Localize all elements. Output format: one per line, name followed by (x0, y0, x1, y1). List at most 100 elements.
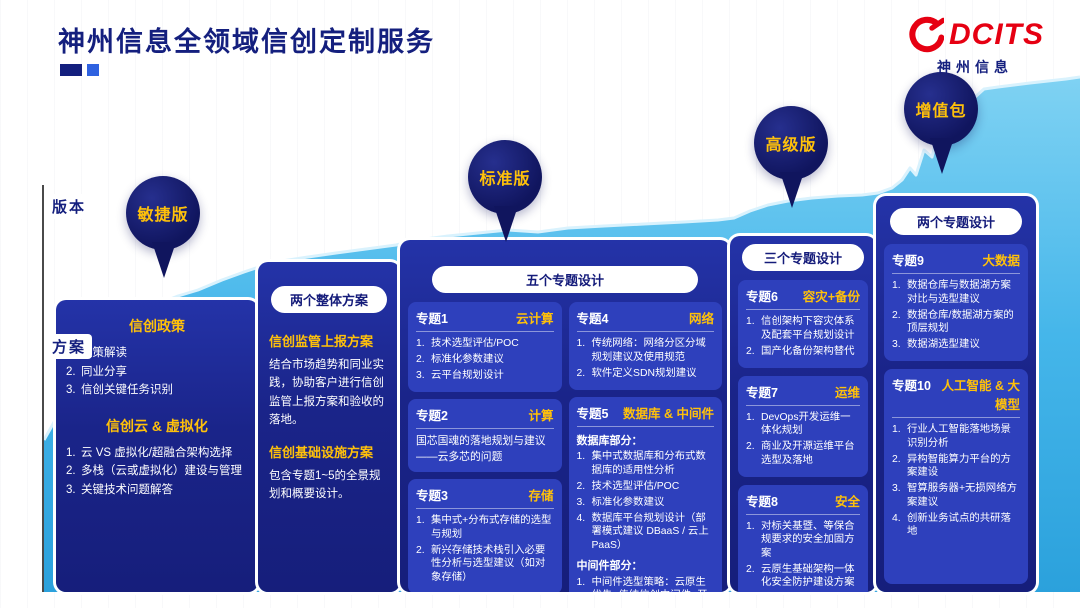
topic-box-big-data: 专题9 大数据 数据仓库与数据湖方案对比与选型建议数据仓库/数据湖方案的顶层规划… (884, 244, 1028, 362)
list-item: 智算服务器+无损网络方案建议 (892, 482, 1017, 508)
topic-name: 云计算 (515, 312, 554, 326)
list-item: 云原生基础架构一体化安全防护建设方案 (746, 563, 855, 589)
list-item: 中间件选型策略：云原生优先+传统信创中间件+开源管理 (577, 576, 708, 592)
topic-items: DevOps开发运维一体化规划商业及开源运维平台选型及落地 (746, 411, 860, 468)
group-name-middleware: 中间件部分： (576, 560, 643, 573)
topic-header: 专题10 人工智能 & 大模型 (892, 375, 1020, 419)
list-item: 信创架构下容灾体系及配套平台规划设计 (746, 315, 855, 341)
list-item: 数据湖选型建议 (892, 338, 980, 351)
pill-two-overall-plans: 两个整体方案 (271, 286, 387, 313)
topic-header: 专题9 大数据 (892, 250, 1020, 274)
topic-header: 专题3 存储 (416, 485, 554, 510)
list-item: 新兴存储技术栈引入必要性分析与选型建议（如对象存储） (416, 544, 546, 583)
list-item: 集中式数据库和分布式数据库的适用性分析 (577, 450, 706, 476)
brand-name: DCITS (949, 18, 1044, 51)
axis-line (42, 185, 44, 592)
topic-name: 网络 (688, 312, 714, 326)
pin-circle: 高级版 (754, 106, 828, 180)
list-item: 软件定义SDN规划建议 (577, 367, 697, 380)
topic-label: 专题2 (416, 409, 448, 424)
topic-items: 行业人工智能落地场景识别分析异构智能算力平台的方案建设智算服务器+无损网络方案建… (892, 423, 1020, 539)
infrastructure-text: 包含专题1~5的全景规划和概要设计。 (269, 469, 381, 500)
topic-label: 专题4 (576, 312, 609, 326)
topic-items: 传统网络：网络分区分域规划建议及使用规范软件定义SDN规划建议 (577, 337, 715, 380)
topic-note: 国芯国魂的落地规划与建议——云多芯的问题 (416, 435, 546, 463)
list-item: 标准化参数建议 (416, 353, 504, 366)
list-item: 对标关基暨、等保合规要求的安全加固方案 (746, 520, 855, 559)
list-item: 关键技术问题解答 (66, 483, 173, 498)
pill-five-topics: 五个专题设计 (432, 266, 698, 293)
version-pin-value-pack: 增值包 (904, 72, 980, 174)
topic-header: 专题5 数据库 & 中间件 (576, 403, 714, 427)
pill-two-topics: 两个专题设计 (890, 208, 1022, 235)
topic-box-database-middleware: 专题5 数据库 & 中间件 数据库部分： 集中式数据库和分布式数据库的适用性分析… (568, 396, 722, 592)
policy-list: 政策解读同业分享信创关键任务识别 (66, 343, 248, 402)
topic-label: 专题9 (892, 254, 924, 268)
pin-label: 高级版 (765, 137, 817, 154)
topic-header: 专题4 网络 (576, 308, 714, 332)
pill-three-topics: 三个专题设计 (742, 244, 864, 271)
topic-name: 人工智能 & 大模型 (941, 379, 1020, 413)
title-accent-square-dark (60, 64, 82, 76)
topic-label: 专题8 (746, 494, 778, 509)
list-item: 云平台规划设计 (416, 369, 504, 382)
pin-tail-icon (494, 206, 518, 242)
pin-tail-icon (780, 172, 804, 208)
topic-box-compute: 专题2 计算 国芯国魂的落地规划与建议——云多芯的问题 (408, 399, 562, 473)
pin-label: 增值包 (915, 103, 967, 120)
topic-name: 运维 (834, 385, 860, 400)
topic-items: 数据仓库与数据湖方案对比与选型建议数据仓库/数据湖方案的顶层规划数据湖选型建议 (892, 279, 1020, 352)
version-pin-standard: 标准版 (468, 140, 544, 242)
section-title-infrastructure: 信创基础设施方案 (269, 444, 374, 460)
topic-header: 专题6 容灾+备份 (746, 286, 860, 310)
list-item: 传统网络：网络分区分域规划建议及使用规范 (577, 337, 706, 363)
pin-circle: 敏捷版 (126, 176, 200, 250)
cloud-virtualization-list: 云 VS 虚拟化/超融合架构选择多栈（云或虚拟化）建设与管理关键技术问题解答 (66, 443, 248, 502)
column-advanced: 三个专题设计 专题6 容灾+备份 信创架构下容灾体系及配套平台规划设计国产化备份… (730, 236, 876, 592)
regulatory-text: 结合市场趋势和同业实践，协助客户进行信创监管上报方案和验收的落地。 (269, 359, 384, 427)
topic-box-disaster-recovery-backup: 专题6 容灾+备份 信创架构下容灾体系及配套平台规划设计国产化备份架构替代 (738, 280, 868, 368)
topic-label: 专题6 (746, 290, 778, 304)
list-item: 同业分享 (66, 365, 127, 380)
standard-right-subcolumn: 专题4 网络 传统网络：网络分区分域规划建议及使用规范软件定义SDN规划建议 专… (568, 302, 722, 592)
list-item: 数据仓库与数据湖方案对比与选型建议 (892, 279, 1011, 305)
topic-items: 信创架构下容灾体系及配套平台规划设计国产化备份架构替代 (746, 315, 860, 358)
axis-label-plan: 方案 (46, 334, 93, 359)
group-name-database: 数据库部分： (576, 434, 643, 447)
pin-circle: 增值包 (904, 72, 978, 146)
page-title: 神州信息全领域信创定制服务 (58, 27, 435, 57)
version-pin-advanced: 高级版 (754, 106, 830, 208)
topic-items: 对标关基暨、等保合规要求的安全加固方案云原生基础架构一体化安全防护建设方案 (746, 520, 860, 590)
topic-label: 专题5 (576, 406, 609, 421)
dcits-logo: DCITS 神州信息 (906, 16, 1044, 77)
section-title-cloud-virtualization: 信创云 & 虚拟化 (106, 417, 208, 434)
topic-box-operations: 专题7 运维 DevOps开发运维一体化规划商业及开源运维平台选型及落地 (738, 375, 868, 477)
pin-circle: 标准版 (468, 140, 542, 214)
topic-name: 数据库 & 中间件 (623, 406, 714, 421)
column-overall-plans: 两个整体方案 信创监管上报方案 结合市场趋势和同业实践，协助客户进行信创监管上报… (258, 262, 400, 592)
topic-box-storage: 专题3 存储 集中式+分布式存储的选型与规划新兴存储技术栈引入必要性分析与选型建… (408, 479, 562, 592)
list-item: 云 VS 虚拟化/超融合架构选择 (66, 446, 233, 461)
topic-items: 集中式+分布式存储的选型与规划新兴存储技术栈引入必要性分析与选型建议（如对象存储… (416, 514, 554, 584)
list-item: 标准化参数建议 (577, 496, 665, 509)
list-item: 政策解读 (66, 346, 127, 361)
topic-name: 大数据 (982, 254, 1020, 268)
section-title-policy: 信创政策 (129, 318, 185, 334)
topic-header: 专题1 云计算 (416, 308, 554, 332)
list-item: 数据仓库/数据湖方案的顶层规划 (892, 309, 1014, 335)
topic-label: 专题1 (416, 312, 448, 326)
pin-tail-icon (152, 242, 176, 278)
list-item: 创新业务试点的共研落地 (892, 512, 1011, 538)
advanced-topics-stack: 专题6 容灾+备份 信创架构下容灾体系及配套平台规划设计国产化备份架构替代 专题… (738, 280, 868, 592)
topic-name: 容灾+备份 (802, 290, 860, 304)
dcits-swoosh-icon (909, 16, 944, 53)
list-item: 信创关键任务识别 (66, 383, 173, 398)
topic-name: 存储 (528, 489, 554, 504)
topic-box-network: 专题4 网络 传统网络：网络分区分域规划建议及使用规范软件定义SDN规划建议 (568, 302, 722, 390)
list-item: 异构智能算力平台的方案建设 (892, 453, 1011, 479)
axis-label-version: 版本 (46, 194, 93, 219)
